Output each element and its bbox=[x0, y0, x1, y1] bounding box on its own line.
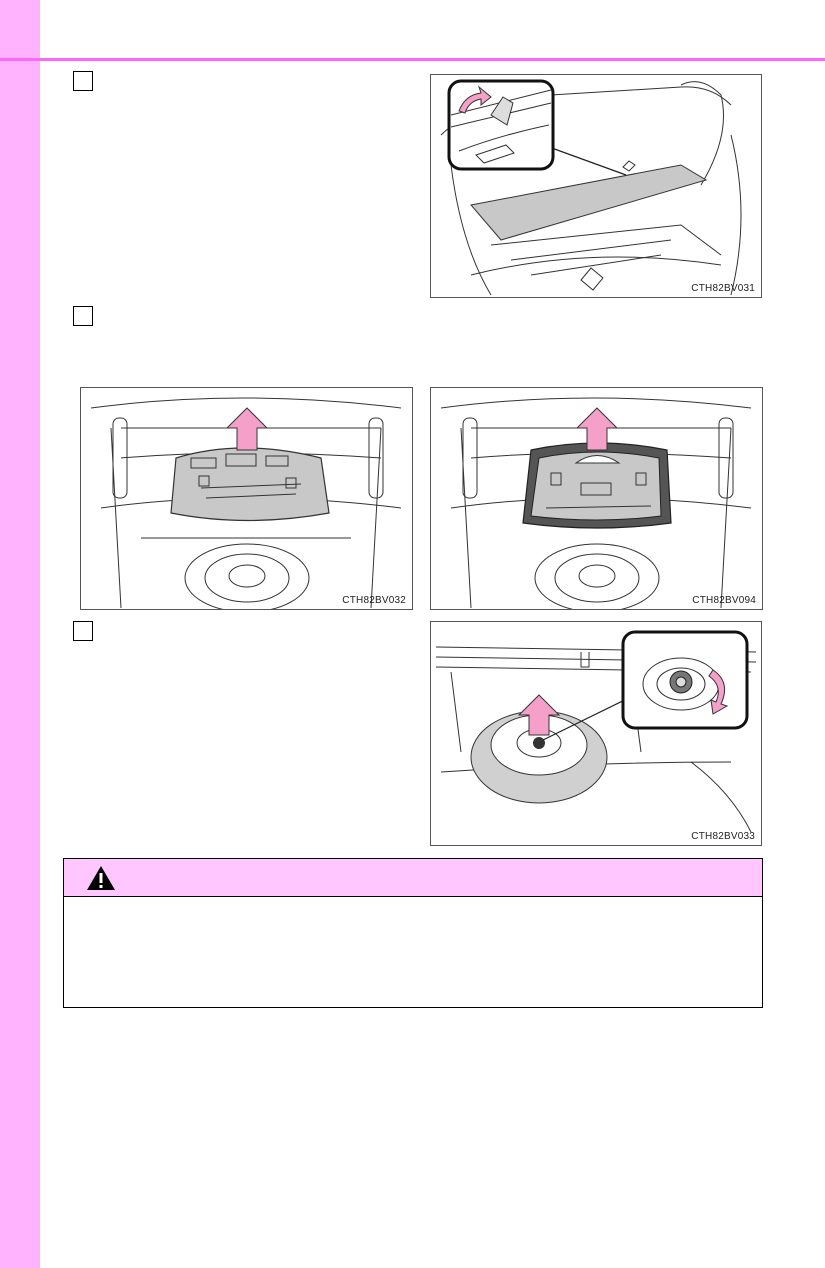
warning-header bbox=[64, 859, 762, 897]
trunk-deck-board-illustration bbox=[440, 79, 742, 296]
step-marker-2 bbox=[73, 306, 93, 326]
figure-trunk-deck-board: CTH82BV031 bbox=[430, 74, 762, 298]
warning-triangle-icon bbox=[86, 865, 116, 896]
remove-spare-tire-illustration bbox=[435, 630, 757, 833]
figure-code-label: CTH82BV094 bbox=[692, 595, 756, 606]
step-marker-3 bbox=[73, 621, 93, 641]
section-side-tab bbox=[0, 0, 40, 1268]
figure-code-label: CTH82BV033 bbox=[691, 831, 755, 842]
figure-remove-spare-tire: CTH82BV033 bbox=[430, 621, 762, 846]
header-rule bbox=[0, 58, 825, 61]
warning-box bbox=[63, 858, 763, 1008]
figure-code-label: CTH82BV031 bbox=[691, 283, 755, 294]
figure-remove-deck-board: CTH82BV032 bbox=[80, 387, 413, 610]
remove-tool-tray-illustration bbox=[440, 397, 752, 609]
step-marker-1 bbox=[73, 71, 93, 91]
figure-code-label: CTH82BV032 bbox=[342, 595, 406, 606]
remove-deck-board-illustration bbox=[90, 397, 402, 609]
figure-remove-tool-tray: CTH82BV094 bbox=[430, 387, 763, 610]
